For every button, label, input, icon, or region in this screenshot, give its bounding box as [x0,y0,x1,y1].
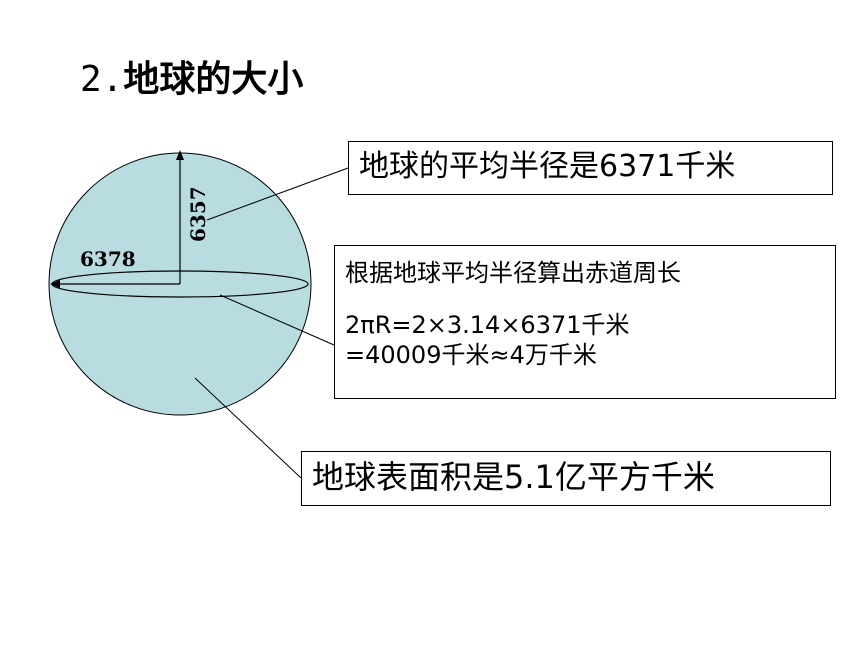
surface-area-callout: 地球表面积是5.1亿平方千米 [301,451,831,506]
equatorial-arrowhead [50,280,60,288]
leader-line-area [194,377,302,479]
circumference-callout: 根据地球平均半径算出赤道周长 2πR=2×3.14×6371千米 =40009千… [334,245,836,399]
leader-line-radius [206,167,349,221]
polar-radius-label: 6357 [186,186,210,242]
title-text: 地球的大小 [123,59,304,100]
circumference-formula-line2: =40009千米≈4万千米 [345,341,597,369]
equatorial-radius-label: 6378 [80,247,136,271]
polar-arrowhead [176,150,184,160]
circumference-formula-line1: 2πR=2×3.14×6371千米 [345,311,630,339]
mean-radius-callout: 地球的平均半径是6371千米 [348,141,833,195]
slide-title: 2.地球的大小 [80,56,303,104]
title-number: 2. [80,59,124,100]
circumference-heading: 根据地球平均半径算出赤道周长 [345,259,681,287]
leader-line-circumference [219,294,335,346]
